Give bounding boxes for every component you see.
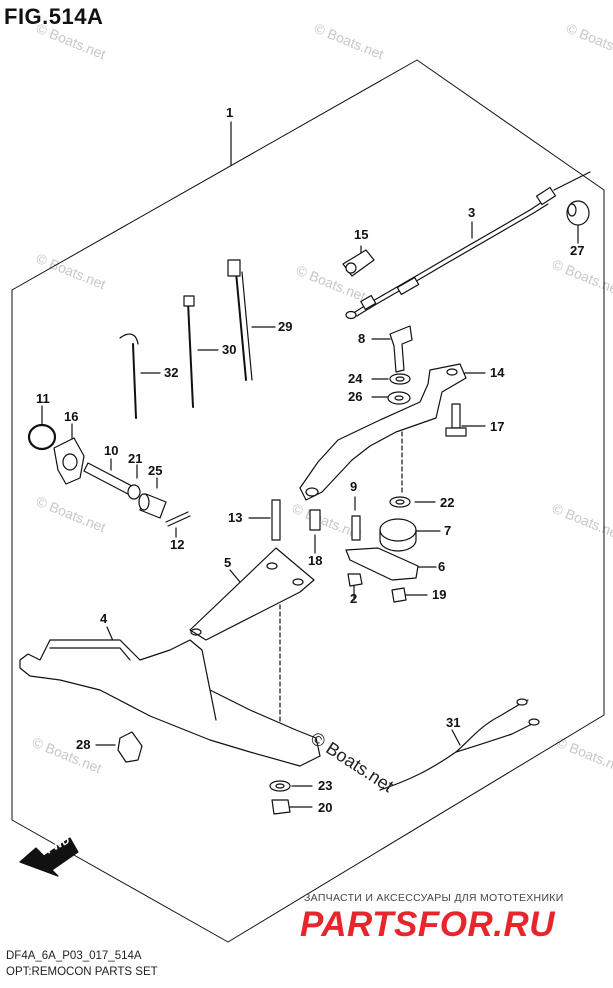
pin-part-8 — [389, 325, 413, 373]
callout-28: 28 — [76, 737, 91, 752]
shaft-part-10 — [83, 462, 133, 495]
nut-part-20 — [271, 799, 291, 815]
figure-code: DF4A_6A_P03_017_514A — [6, 950, 142, 962]
tie-band-part-29 — [235, 271, 247, 381]
callout-27: 27 — [570, 243, 585, 258]
cable-sleeve — [396, 276, 420, 296]
stud-part-9 — [351, 515, 361, 541]
figure-name: OPT:REMOCON PARTS SET — [6, 966, 158, 978]
cable-inner-wire — [553, 171, 591, 191]
callout-30: 30 — [222, 342, 237, 357]
callout-10: 10 — [104, 443, 119, 458]
cable-part-3 — [354, 199, 546, 313]
callout-15: 15 — [354, 227, 369, 242]
cable-part-3 — [356, 203, 549, 317]
callout-8: 8 — [358, 331, 366, 346]
callout-6: 6 — [438, 559, 446, 574]
bolt-part-18 — [309, 509, 321, 531]
callout-24: 24 — [348, 371, 363, 386]
nut-part-19 — [391, 587, 407, 603]
callout-9: 9 — [350, 479, 358, 494]
bolt-part-17 — [451, 403, 461, 429]
lever-part-14 — [299, 363, 467, 501]
callout-22: 22 — [440, 495, 455, 510]
bracket-part-5 — [189, 547, 315, 641]
callout-2: 2 — [350, 591, 358, 606]
circlip-part-11 — [27, 423, 57, 451]
figure-title: FIG.514A — [4, 4, 104, 29]
callout-23: 23 — [318, 778, 333, 793]
callout-31: 31 — [446, 715, 461, 730]
kit-outline — [11, 59, 605, 943]
site-tagline: ЗАПЧАСТИ И АКСЕССУАРЫ ДЛЯ МОТОТЕХНИКИ — [304, 892, 564, 904]
cable-end-fitting — [535, 186, 557, 206]
cam-part-7 — [379, 518, 417, 542]
main-bracket-part-4 — [19, 639, 321, 767]
site-logo: PARTSFOR.RU — [300, 905, 556, 944]
callout-4: 4 — [100, 611, 108, 626]
cable-rod-end — [345, 310, 357, 320]
callout-16: 16 — [64, 409, 79, 424]
callout-18: 18 — [308, 553, 323, 568]
clamp-part-32 — [132, 343, 137, 419]
callout-25: 25 — [148, 463, 163, 478]
callout-7: 7 — [444, 523, 452, 538]
callout-11: 11 — [36, 391, 50, 406]
washer-part-24 — [389, 373, 411, 385]
callout-29: 29 — [278, 319, 293, 334]
plate-part-6 — [345, 547, 419, 581]
washer-part-22 — [389, 496, 411, 508]
nut-part-2 — [347, 573, 363, 587]
callout-21: 21 — [128, 451, 143, 466]
washer-part-26 — [387, 391, 411, 405]
callout-5: 5 — [224, 555, 232, 570]
grommet-part-27 — [566, 200, 590, 226]
callout-17: 17 — [490, 419, 505, 434]
tie-band-part-30 — [187, 301, 194, 408]
leader-line-31 — [451, 729, 461, 746]
callout-3: 3 — [468, 205, 476, 220]
washer-part-21 — [127, 484, 141, 500]
callout-32: 32 — [164, 365, 179, 380]
stud-part-13 — [271, 499, 281, 541]
callout-19: 19 — [432, 587, 447, 602]
callout-13: 13 — [228, 510, 243, 525]
callout-20: 20 — [318, 800, 333, 815]
split-pin-part-12 — [165, 511, 189, 523]
callout-26: 26 — [348, 389, 363, 404]
collar-part-16 — [53, 437, 85, 485]
callout-12: 12 — [170, 537, 185, 552]
callout-14: 14 — [490, 365, 505, 380]
cable-clevis — [360, 294, 377, 310]
clamp-part-28 — [117, 731, 143, 763]
forward-arrow-icon — [19, 837, 79, 877]
callout-1: 1 — [226, 105, 234, 120]
washer-part-23 — [269, 780, 291, 792]
